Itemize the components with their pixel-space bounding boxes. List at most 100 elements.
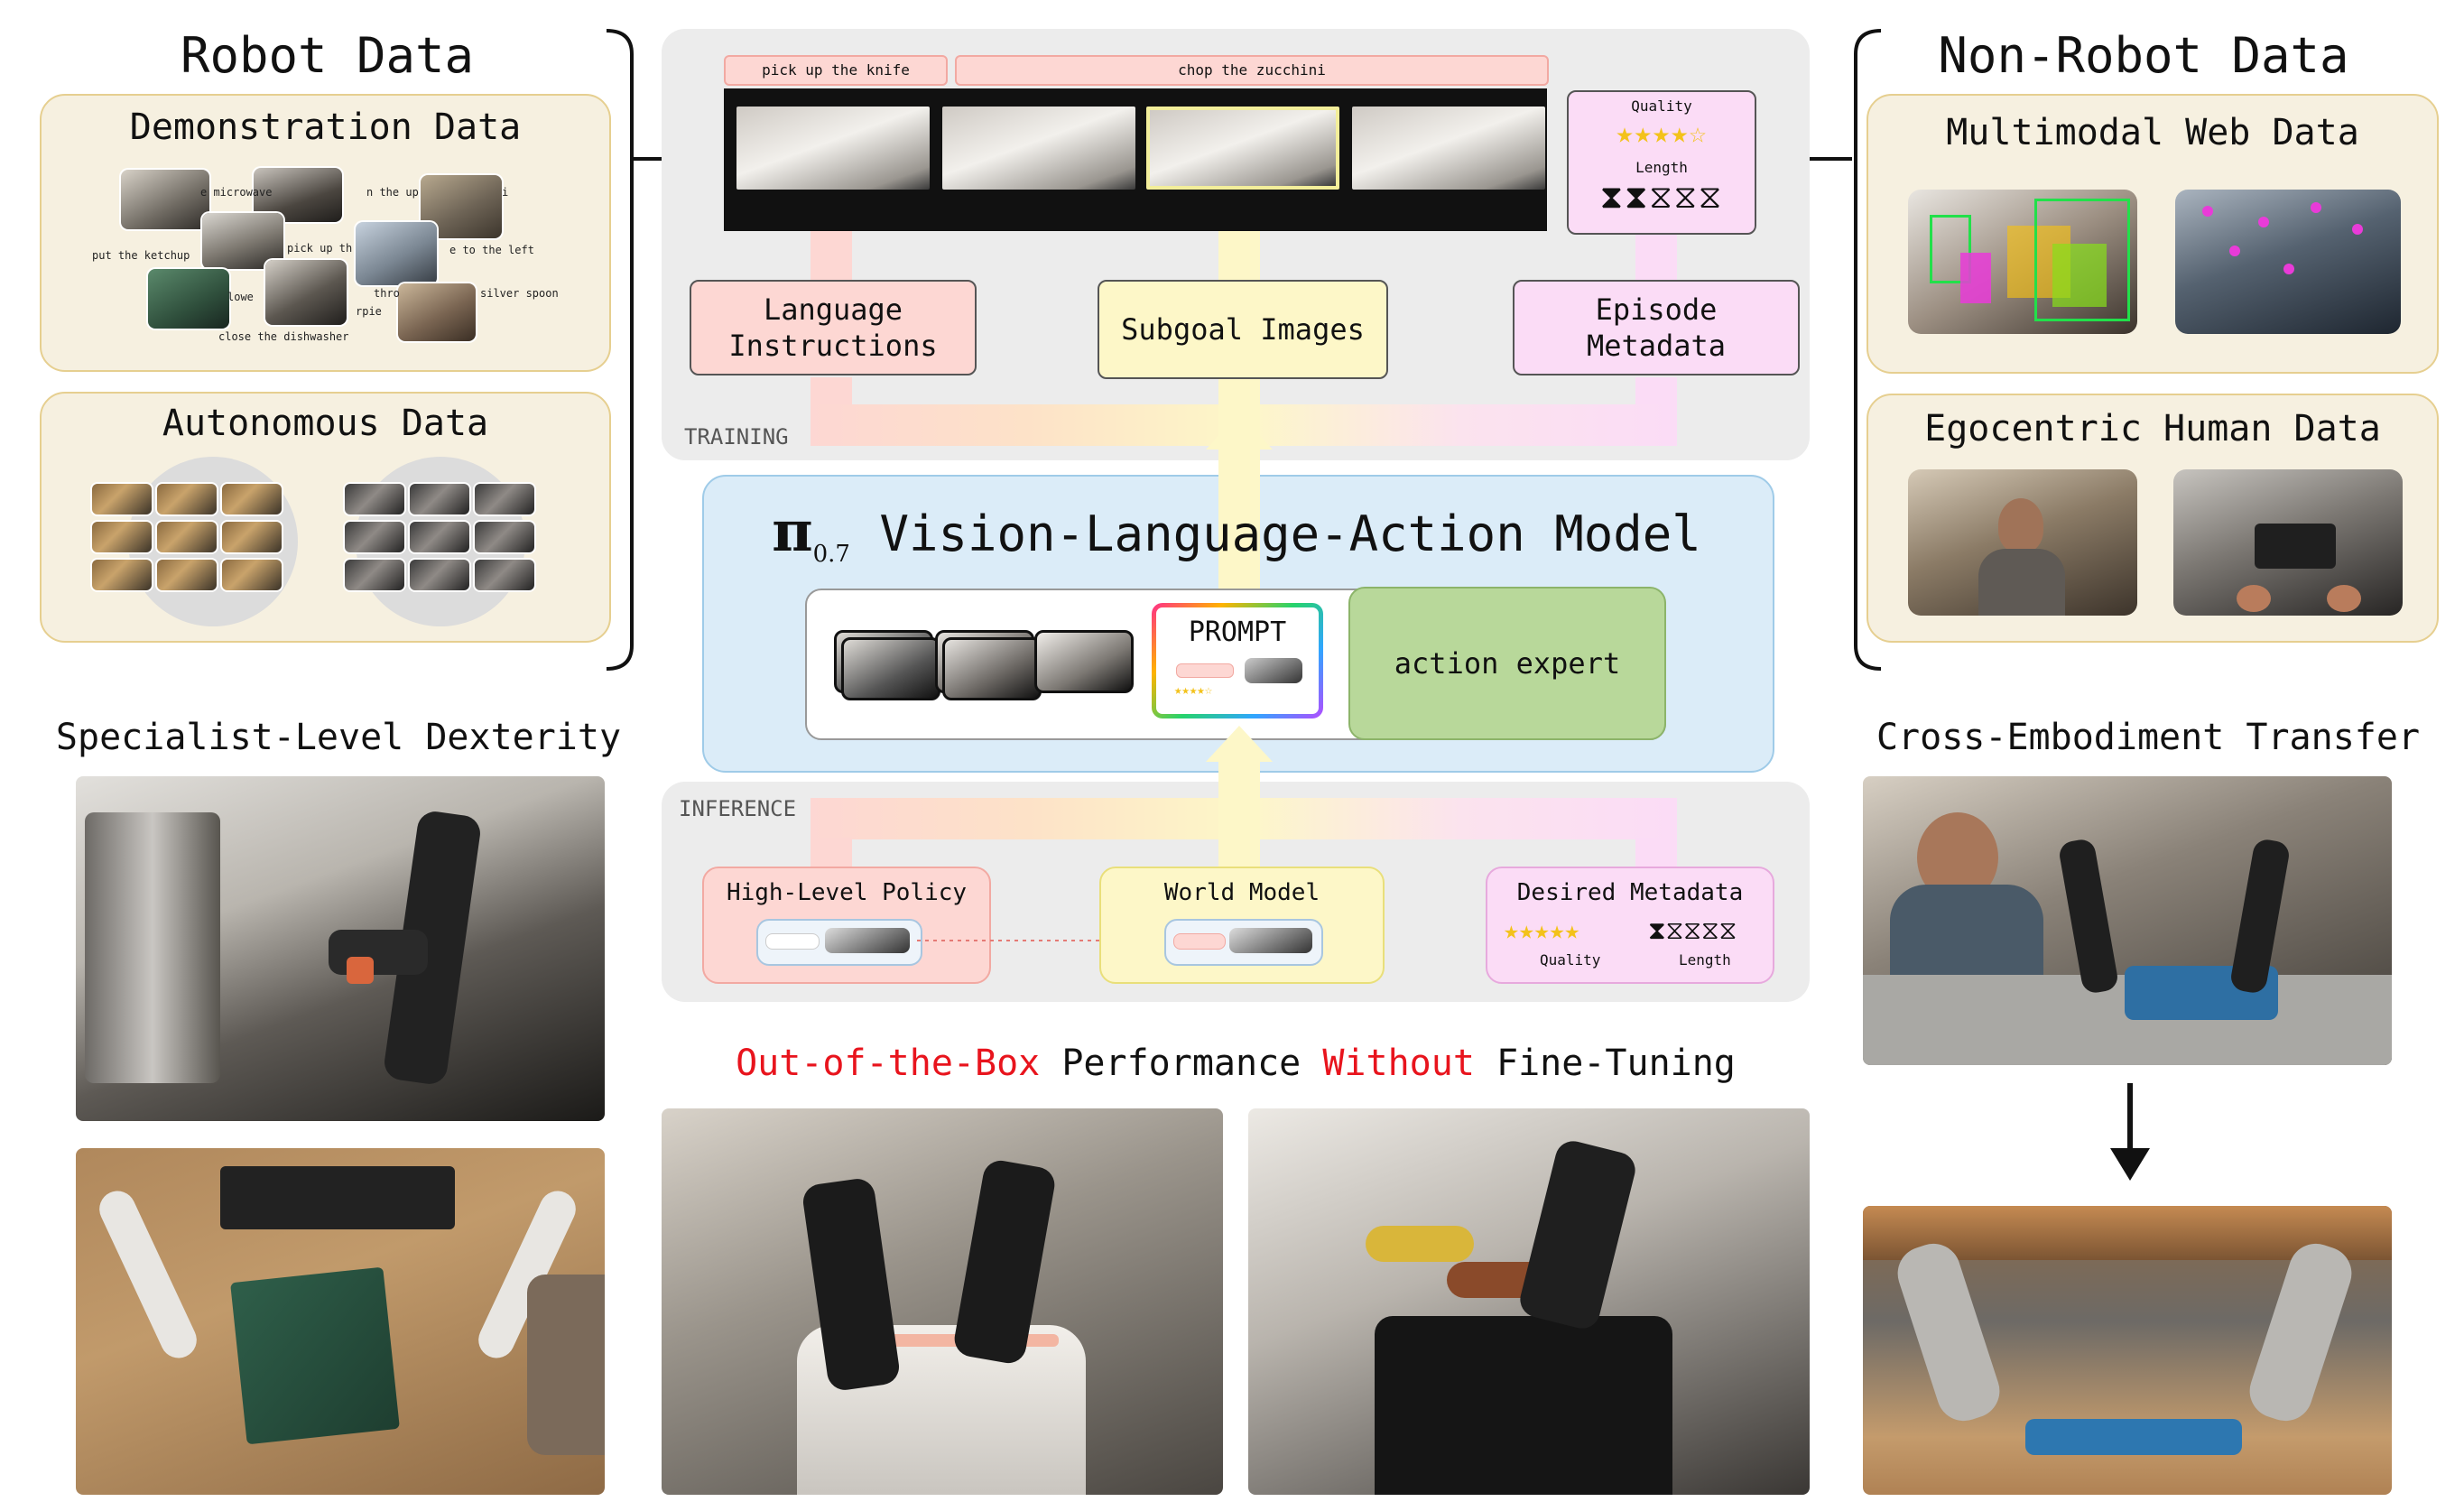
star-icon: ★ [1616,116,1635,150]
autonomous-frame [92,484,152,514]
right-bracket [1854,29,1882,671]
quality-label: Quality [1631,97,1692,115]
prompt-stars: ★★★★☆ [1174,683,1213,698]
oob-black-1: Performance [1040,1043,1323,1084]
demo-caption: thro [374,287,400,300]
autonomous-frame [157,560,217,590]
egocentric-human-data-title: Egocentric Human Data [1924,408,2381,450]
demo-caption: i [502,186,509,199]
demo-thumb [121,170,209,229]
prompt-box: PROMPT ★★★★☆ [1152,603,1323,718]
autonomous-frame [475,560,534,590]
high-level-policy-label: High-Level Policy [726,879,968,906]
film-frame [736,107,930,190]
training-label: TRAINING [684,424,789,450]
episode-metadata-box: Episode Metadata [1513,280,1800,375]
oob-black-2: Fine-Tuning [1474,1043,1736,1084]
demo-thumb [265,260,347,325]
autonomous-frame [475,522,534,552]
demo-caption: n the up [366,186,419,199]
hourglass-empty-icon: ⧖ [1698,179,1724,216]
autonomous-frame [92,560,152,590]
quality-stars: ★★★★☆ [1569,116,1755,150]
flow-ribbon-subgoal [1218,475,1260,590]
hourglass-empty-icon: ⧖⧖⧖⧖ [1665,915,1737,945]
non-robot-data-title: Non-Robot Data [1938,27,2349,84]
demo-caption: e microwave [200,186,273,199]
left-bracket [606,29,634,671]
demo-thumb [356,222,437,285]
demo-caption: put the ketchup [92,249,190,262]
desired-metadata-label: Desired Metadata [1516,879,1744,906]
egocentric-image-person [1908,469,2137,616]
arrow-up-icon [1206,726,1273,762]
world-model-label: World Model [1163,879,1320,906]
film-frame [942,107,1135,190]
autonomous-frame [410,560,469,590]
hourglass-empty-icon: ⧖ [1649,179,1674,216]
autonomous-frame [345,484,404,514]
flow-ribbon-metadata [1635,227,1677,282]
multimodal-web-data-title: Multimodal Web Data [1946,112,2359,153]
demo-thumb [398,283,476,341]
instruction-bar-knife: pick up the knife [724,55,948,86]
desired-quality-stars: ★★★★★ [1504,915,1580,945]
length-hourglasses: ⧗⧗⧖⧖⧖ [1569,179,1755,217]
instruction-bar-zucchini: chop the zucchini [955,55,1549,86]
oob-red-2: Without [1322,1043,1475,1084]
arrow-up-icon [1206,413,1273,450]
multimodal-web-data-panel: Multimodal Web Data [1867,94,2439,374]
web-image-points [2175,190,2401,334]
demo-caption: close the dishwasher [218,330,349,343]
arrow-down-icon [2110,1083,2150,1181]
demo-thumb [148,269,229,329]
flow-ribbon-metadata [1635,377,1677,404]
action-expert-box: action expert [1348,587,1666,740]
star-icon: ★ [1652,116,1672,150]
autonomous-frame [345,522,404,552]
demonstration-data-panel: Demonstration Data e microwave n the up … [40,94,611,372]
cross-embodiment-photo-source [1863,776,2392,1065]
vla-title-text: Vision-Language-Action Model [879,505,1701,562]
episode-metadata-card: Quality ★★★★☆ Length ⧗⧗⧖⧖⧖ [1567,90,1756,235]
specialist-photo-cloth [76,1148,605,1495]
autonomous-frame [92,522,152,552]
autonomous-data-panel: Autonomous Data [40,392,611,643]
autonomous-frame [475,484,534,514]
flow-ribbon-subgoal [1218,755,1260,872]
oob-red-1: Out-of-the-Box [736,1043,1041,1084]
autonomous-frame [157,522,217,552]
length-label: Length [1635,159,1688,176]
high-level-policy-box: High-Level Policy [702,867,991,984]
oob-title: Out-of-the-Box Performance Without Fine-… [662,1043,1810,1084]
cross-embodiment-title: Cross-Embodiment Transfer [1876,717,2421,758]
autonomous-frame [410,484,469,514]
desired-length-hourglasses: ⧗⧖⧖⧖⧖ [1648,915,1737,946]
oob-photo-airfryer [1248,1108,1810,1495]
autonomous-frame [222,560,282,590]
star-empty-icon: ☆ [1689,116,1708,150]
desired-metadata-box: Desired Metadata ★★★★★ ⧗⧖⧖⧖⧖ Quality Len… [1486,867,1774,984]
demo-caption: silver spoon [480,287,559,300]
autonomous-frame [345,560,404,590]
autonomous-frame [410,522,469,552]
hourglass-icon: ⧗ [1648,915,1666,945]
observation-images-icon [834,630,1134,702]
film-frame [1352,107,1545,190]
vla-title: π0.7 Vision-Language-Action Model [702,498,1771,568]
inference-label: INFERENCE [679,796,797,821]
star-icon: ★ [1634,116,1653,150]
robot-data-title: Robot Data [180,27,475,84]
hourglass-icon: ⧗ [1599,179,1626,216]
demo-caption: e to the left [449,244,534,256]
hourglass-empty-icon: ⧖ [1673,179,1699,216]
demonstration-data-title: Demonstration Data [129,107,522,148]
pi-symbol: π [772,498,813,564]
subgoal-images-box: Subgoal Images [1098,280,1388,379]
egocentric-human-data-panel: Egocentric Human Data [1867,394,2439,643]
pi-subscript: 0.7 [812,540,850,568]
demo-caption: rpie [356,305,382,318]
world-model-box: World Model [1099,867,1385,984]
star-icon: ★ [1671,116,1690,150]
specialist-dexterity-title: Specialist-Level Dexterity [55,717,622,758]
